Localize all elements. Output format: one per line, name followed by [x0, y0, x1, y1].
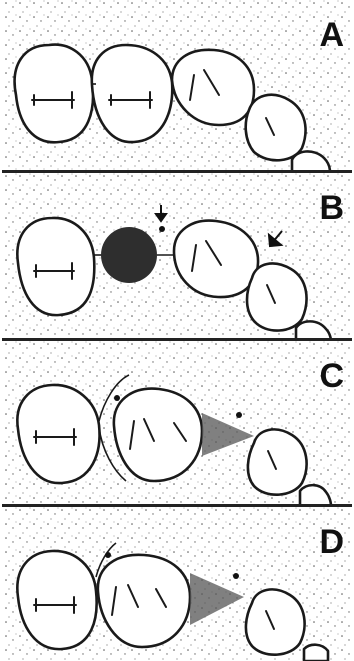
panel-b-label: B [319, 191, 344, 225]
panel-b: B [4, 173, 350, 338]
panel-a-drawing [4, 0, 350, 170]
premolar-tooth [92, 45, 172, 142]
panel-a-label: A [319, 18, 344, 52]
marker-dot [236, 412, 242, 418]
panel-c-label: C [319, 359, 344, 393]
panel-c-drawing [4, 341, 350, 504]
panel-a: A [4, 0, 350, 170]
panel-b-drawing [4, 173, 350, 338]
incisor-tooth [247, 263, 307, 330]
molar-tooth [15, 45, 93, 143]
panel-c: C [4, 341, 350, 504]
incisor-tooth [248, 429, 307, 494]
marker-dot [233, 573, 239, 579]
diseased-tissue-mass [101, 227, 157, 283]
panel-d-drawing [4, 507, 350, 661]
marker-dot [105, 552, 111, 558]
molar-tooth [17, 218, 94, 315]
premolar-tooth [114, 389, 202, 481]
incisor-tooth [246, 589, 305, 654]
marker-dot [159, 226, 165, 232]
lateral-incisor-tooth [304, 645, 328, 661]
panel-d: D [4, 507, 350, 661]
panel-d-label: D [319, 525, 344, 559]
marker-dot [114, 395, 120, 401]
incisor-tooth [246, 95, 306, 160]
